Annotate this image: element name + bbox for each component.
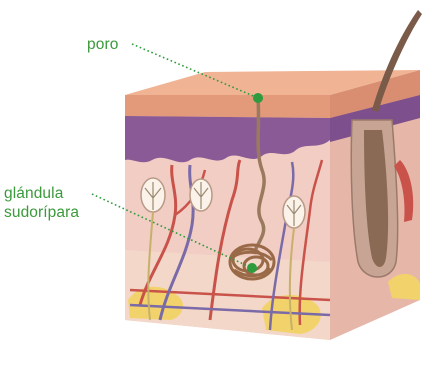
- gland-marker: [247, 263, 257, 273]
- pore-marker: [253, 93, 263, 103]
- fat-lobule: [388, 274, 420, 300]
- sweat-gland-label-line2: sudorípara: [4, 203, 79, 222]
- pore-label: poro: [87, 35, 118, 54]
- sweat-gland-label: glándula sudorípara: [4, 184, 79, 222]
- epidermis-layer: [125, 95, 330, 118]
- sweat-gland-label-line1: glándula: [4, 184, 79, 203]
